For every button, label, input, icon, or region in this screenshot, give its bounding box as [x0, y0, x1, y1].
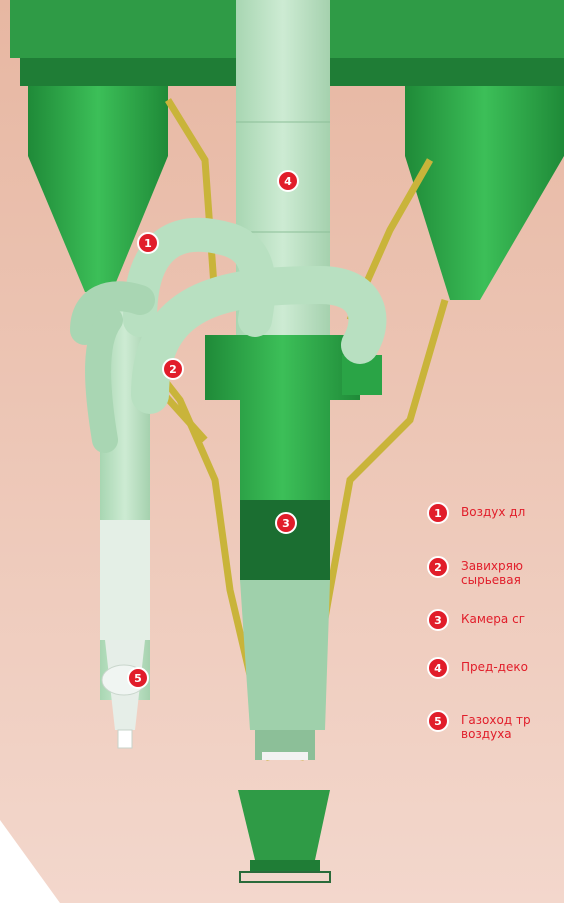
legend-num-2-icon: 2	[427, 556, 449, 578]
marker-3-label: 3	[282, 517, 290, 530]
bottom-hopper	[238, 790, 330, 882]
marker-1: 1	[137, 232, 159, 254]
marker-4-label: 4	[284, 175, 292, 188]
marker-5-label: 5	[134, 672, 142, 685]
legend-item-1: 1 Воздух дл	[427, 502, 564, 524]
legend-text-2: Завихряю сырьевая	[461, 559, 523, 587]
legend-item-5: 5 Газоход тр воздуха	[427, 710, 564, 741]
legend-text-1: Воздух дл	[461, 505, 525, 519]
legend-item-3: 3 Камера сг	[427, 609, 564, 631]
manifold-lip-right	[330, 58, 564, 86]
marker-5: 5	[127, 667, 149, 689]
marker-2: 2	[162, 358, 184, 380]
marker-2-label: 2	[169, 363, 177, 376]
legend-num-4-icon: 4	[427, 657, 449, 679]
top-manifold-right	[318, 0, 564, 58]
manifold-lip-left	[20, 58, 240, 86]
marker-4: 4	[277, 170, 299, 192]
legend-num-1-icon: 1	[427, 502, 449, 524]
legend-item-4: 4 Пред-деко	[427, 657, 564, 679]
top-manifold-left	[10, 0, 250, 58]
chute-grate	[262, 752, 308, 760]
marker-1-label: 1	[144, 237, 152, 250]
legend-num-5-icon: 5	[427, 710, 449, 732]
legend-text-4: Пред-деко	[461, 660, 528, 674]
marker-3: 3	[275, 512, 297, 534]
legend-num-3-icon: 3	[427, 609, 449, 631]
legend-item-2: 2 Завихряю сырьевая	[427, 556, 564, 587]
legend-text-3: Камера сг	[461, 612, 525, 626]
legend-text-5: Газоход тр воздуха	[461, 713, 531, 741]
